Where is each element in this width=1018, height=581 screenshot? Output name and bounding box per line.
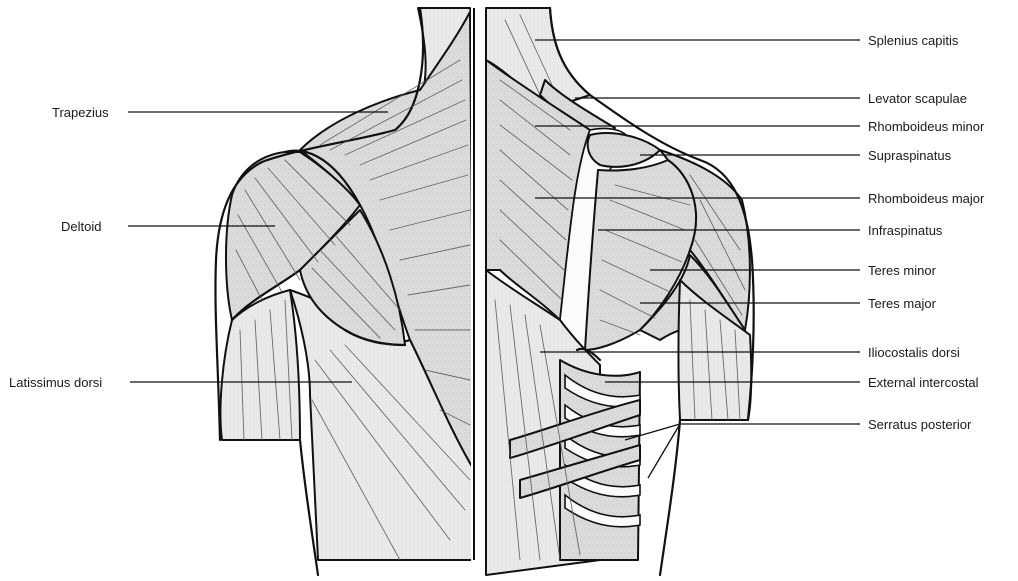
label-external-intercostal: External intercostal [868, 375, 979, 390]
label-deltoid: Deltoid [61, 219, 101, 234]
label-trapezius: Trapezius [52, 105, 109, 120]
label-rhomboideus-minor: Rhomboideus minor [868, 119, 985, 134]
label-levator-scapulae: Levator scapulae [868, 91, 967, 106]
right-half-deep [486, 8, 754, 575]
label-rhomboideus-major: Rhomboideus major [868, 191, 985, 206]
label-supraspinatus: Supraspinatus [868, 148, 952, 163]
label-infraspinatus: Infraspinatus [868, 223, 943, 238]
label-teres-minor: Teres minor [868, 263, 937, 278]
label-serratus-posterior: Serratus posterior [868, 417, 972, 432]
label-splenius-capitis: Splenius capitis [868, 33, 959, 48]
left-half-superficial [215, 8, 478, 575]
label-iliocostalis-dorsi: Iliocostalis dorsi [868, 345, 960, 360]
label-latissimus-dorsi: Latissimus dorsi [9, 375, 102, 390]
label-teres-major: Teres major [868, 296, 937, 311]
